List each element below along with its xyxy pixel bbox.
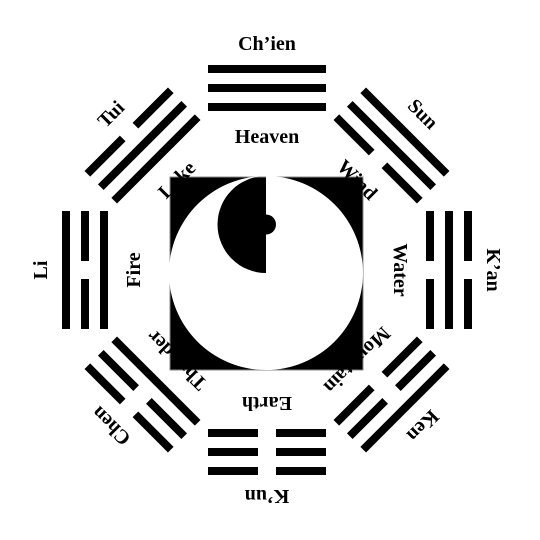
yang-line xyxy=(208,103,326,111)
yang-line xyxy=(360,363,450,453)
yin-line-right xyxy=(84,363,126,405)
yin-line-left xyxy=(276,448,326,456)
trigram-meaning: Water xyxy=(389,243,411,296)
yin-line-left xyxy=(84,135,126,177)
yang-line xyxy=(360,87,450,177)
yin-line-right xyxy=(208,429,258,437)
yin-line-left xyxy=(395,349,437,391)
yin-line-right xyxy=(97,349,139,391)
yang-tail xyxy=(169,176,315,370)
yin-line-right xyxy=(208,448,258,456)
trigram-name: Ken xyxy=(402,405,443,446)
trigram-kan: K’an Water xyxy=(389,211,504,329)
trigram-li: Li Fire xyxy=(30,211,145,329)
trigram-kun: K’un Earth xyxy=(208,392,326,507)
yin-line-right xyxy=(381,162,423,204)
yin-line-right xyxy=(426,279,434,329)
yin-line-right xyxy=(464,279,472,329)
trigram-name: Sun xyxy=(403,95,442,134)
trigram-name: K’un xyxy=(245,485,289,507)
trigram-name: Chen xyxy=(87,402,135,450)
yang-line xyxy=(445,211,453,329)
yin-line-left xyxy=(146,398,188,440)
yin-line-left xyxy=(333,114,375,156)
trigram-name: Li xyxy=(30,260,52,279)
yang-line xyxy=(111,336,201,426)
yin-line-right xyxy=(132,87,174,129)
yin-line-right xyxy=(333,384,375,426)
trigram-meaning: Earth xyxy=(242,392,292,414)
yang-line xyxy=(346,100,437,191)
yin-line-right xyxy=(346,398,388,440)
yang-dot xyxy=(256,311,276,332)
trigram-name: Ch’ien xyxy=(238,33,296,55)
yang-line xyxy=(97,100,188,191)
trigram-name: Tui xyxy=(94,96,130,132)
trigram-meaning: Heaven xyxy=(235,126,299,148)
yin-line-left xyxy=(81,279,89,329)
yin-line-left xyxy=(426,211,434,261)
trigram-meaning: Fire xyxy=(123,252,145,287)
yin-line-left xyxy=(276,429,326,437)
yang-line xyxy=(100,211,108,329)
yin-yang-symbol xyxy=(169,176,364,371)
yin-line-left xyxy=(381,336,423,378)
yin-line-right xyxy=(81,211,89,261)
yang-line xyxy=(62,211,70,329)
yin-dot xyxy=(256,214,276,235)
yang-line xyxy=(111,114,201,204)
yin-line-left xyxy=(276,467,326,475)
yin-line-right xyxy=(208,467,258,475)
yang-line xyxy=(208,65,326,73)
yin-line-left xyxy=(464,211,472,261)
yang-line xyxy=(208,84,326,92)
trigram-name: K’an xyxy=(482,248,504,291)
yin-line-left xyxy=(132,411,174,453)
